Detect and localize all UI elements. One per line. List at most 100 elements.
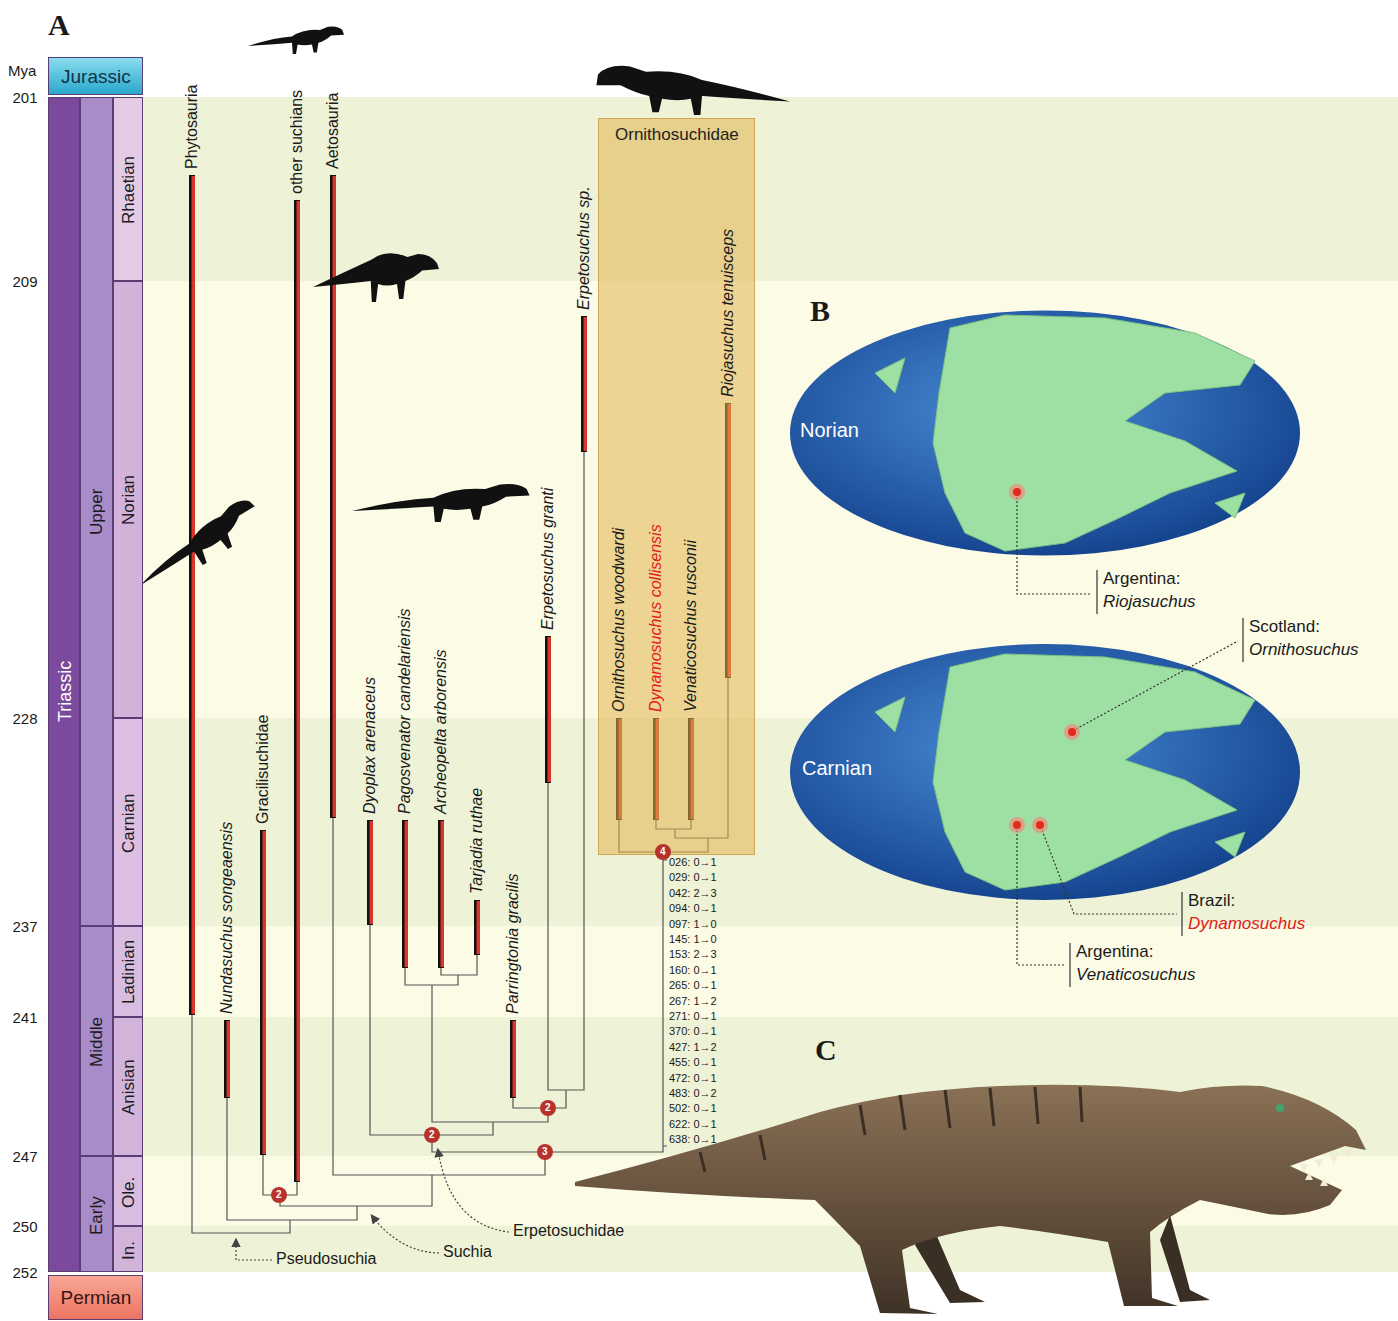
bracket <box>1069 943 1070 987</box>
node-marker: 2 <box>271 1187 287 1203</box>
stage-box: Rhaetian <box>113 97 143 281</box>
clade-box-label: Ornithosuchidae <box>615 125 739 145</box>
panel-letter: B <box>810 294 830 328</box>
node-marker: 2 <box>540 1100 556 1116</box>
range-bar-fill <box>405 821 409 967</box>
character-change: 026: 0→1 <box>669 856 717 869</box>
time-tick: 228 <box>13 710 38 727</box>
stage-box-label: Ladinian <box>119 940 139 1004</box>
bracket <box>1096 570 1097 614</box>
range-bar <box>474 900 480 955</box>
period-box: Permian <box>48 1275 143 1320</box>
character-change: 145: 1→0 <box>669 933 717 946</box>
character-change: 271: 0→1 <box>669 1010 717 1023</box>
stage-box-label: Carnian <box>119 793 139 853</box>
taxon-name: Pagosvenator candelariensis <box>396 609 414 814</box>
panel-letter: A <box>48 8 70 42</box>
aetosaur-silhouette <box>313 253 439 302</box>
node-marker: 3 <box>537 1144 553 1160</box>
stage-box: Ladinian <box>113 926 143 1017</box>
locality-label: Ornithosuchus <box>1249 640 1359 660</box>
taxon-name: Tarjadia ruthae <box>468 788 486 894</box>
globe-map-label: Norian <box>800 419 859 442</box>
locality-dot <box>1064 724 1080 740</box>
taxon-name: Erpetosuchus sp. <box>575 186 593 310</box>
callout-arrow <box>438 1150 509 1232</box>
range-bar <box>581 316 587 452</box>
range-bar <box>510 1020 516 1098</box>
bracket <box>1181 892 1182 936</box>
reptile-eye <box>1276 1104 1284 1112</box>
globe-ocean <box>790 311 1300 556</box>
character-change: 472: 0→1 <box>669 1072 717 1085</box>
range-bar <box>330 175 336 818</box>
bracket <box>1242 618 1243 662</box>
character-change: 160: 0→1 <box>669 964 717 977</box>
locality-label: Dynamosuchus <box>1188 914 1305 934</box>
stage-box-label: In. <box>119 1241 139 1260</box>
taxon-name: Dynamosuchus collisensis <box>647 524 665 712</box>
callout-arrow <box>236 1240 272 1260</box>
node-marker-label: 3 <box>542 1146 548 1158</box>
character-change: 029: 0→1 <box>669 871 717 884</box>
continent <box>875 654 1255 890</box>
character-change: 622: 0→1 <box>669 1118 717 1131</box>
axis-unit: Mya <box>8 62 36 79</box>
taxon-name: Nundasuchus songeaensis <box>218 822 236 1014</box>
phytosaur-silhouette <box>127 495 267 595</box>
band <box>143 1226 1398 1272</box>
range-bar <box>438 820 444 968</box>
taxon-name: Dyoplax arenaceus <box>361 677 379 814</box>
taxon-name: Ornithosuchus woodwardi <box>610 528 628 712</box>
period-column-label: Triassic <box>55 660 76 721</box>
time-tick: 209 <box>13 273 38 290</box>
croc-silhouette <box>248 26 344 54</box>
character-change: 267: 1→2 <box>669 995 717 1008</box>
character-change: 042: 2→3 <box>669 887 717 900</box>
range-bar <box>367 820 373 925</box>
reptile-stripes <box>700 1087 1082 1172</box>
globe-map: Norian <box>790 311 1300 556</box>
stage-box: In. <box>113 1226 143 1272</box>
range-bar <box>294 200 300 1182</box>
range-bar <box>189 175 195 1015</box>
taxon-name: Erpetosuchus granti <box>539 488 557 630</box>
taxon-name: Riojasuchus tenuisceps <box>719 229 737 397</box>
stage-box-label: Ole. <box>119 1176 139 1207</box>
range-bar-fill <box>584 317 588 451</box>
time-tick: 252 <box>13 1264 38 1281</box>
taxon-name: Archeopelta arborensis <box>432 649 450 814</box>
leader-line <box>1017 830 1065 965</box>
node-marker-label: 2 <box>429 1129 435 1141</box>
stage-box: Ole. <box>113 1156 143 1226</box>
locality-label: Riojasuchus <box>1103 592 1196 612</box>
range-bar-fill <box>227 1021 231 1097</box>
locality-label: Argentina: <box>1076 942 1154 962</box>
locality-dot <box>1013 821 1021 829</box>
range-bar-fill <box>370 821 374 924</box>
node-marker-label: 4 <box>660 846 666 858</box>
taxon-name: other suchians <box>288 90 306 194</box>
stage-box: Carnian <box>113 718 143 926</box>
time-tick: 201 <box>13 89 38 106</box>
character-change: 502: 0→1 <box>669 1102 717 1115</box>
taxon-name: Venaticosuchus rusconii <box>682 540 700 712</box>
locality-dot <box>1068 728 1076 736</box>
globe-drawing <box>790 311 1300 556</box>
globe-ocean <box>790 644 1300 900</box>
stage-box-label: Norian <box>119 475 139 525</box>
node-marker-label: 2 <box>545 1102 551 1114</box>
range-bar-fill <box>192 176 196 1014</box>
reptile-body <box>575 1085 1366 1314</box>
character-change: 265: 0→1 <box>669 979 717 992</box>
clade-callout: Erpetosuchidae <box>513 1222 624 1240</box>
locality-label: Brazil: <box>1188 891 1235 911</box>
locality-dot <box>1009 817 1025 833</box>
time-tick: 241 <box>13 1009 38 1026</box>
node-marker: 4 <box>655 844 671 860</box>
time-tick: 237 <box>13 918 38 935</box>
epoch-box: Middle <box>80 926 113 1156</box>
taxon-name: Aetosauria <box>324 93 342 170</box>
globe-map: Carnian <box>790 644 1300 900</box>
character-change: 427: 1→2 <box>669 1041 717 1054</box>
